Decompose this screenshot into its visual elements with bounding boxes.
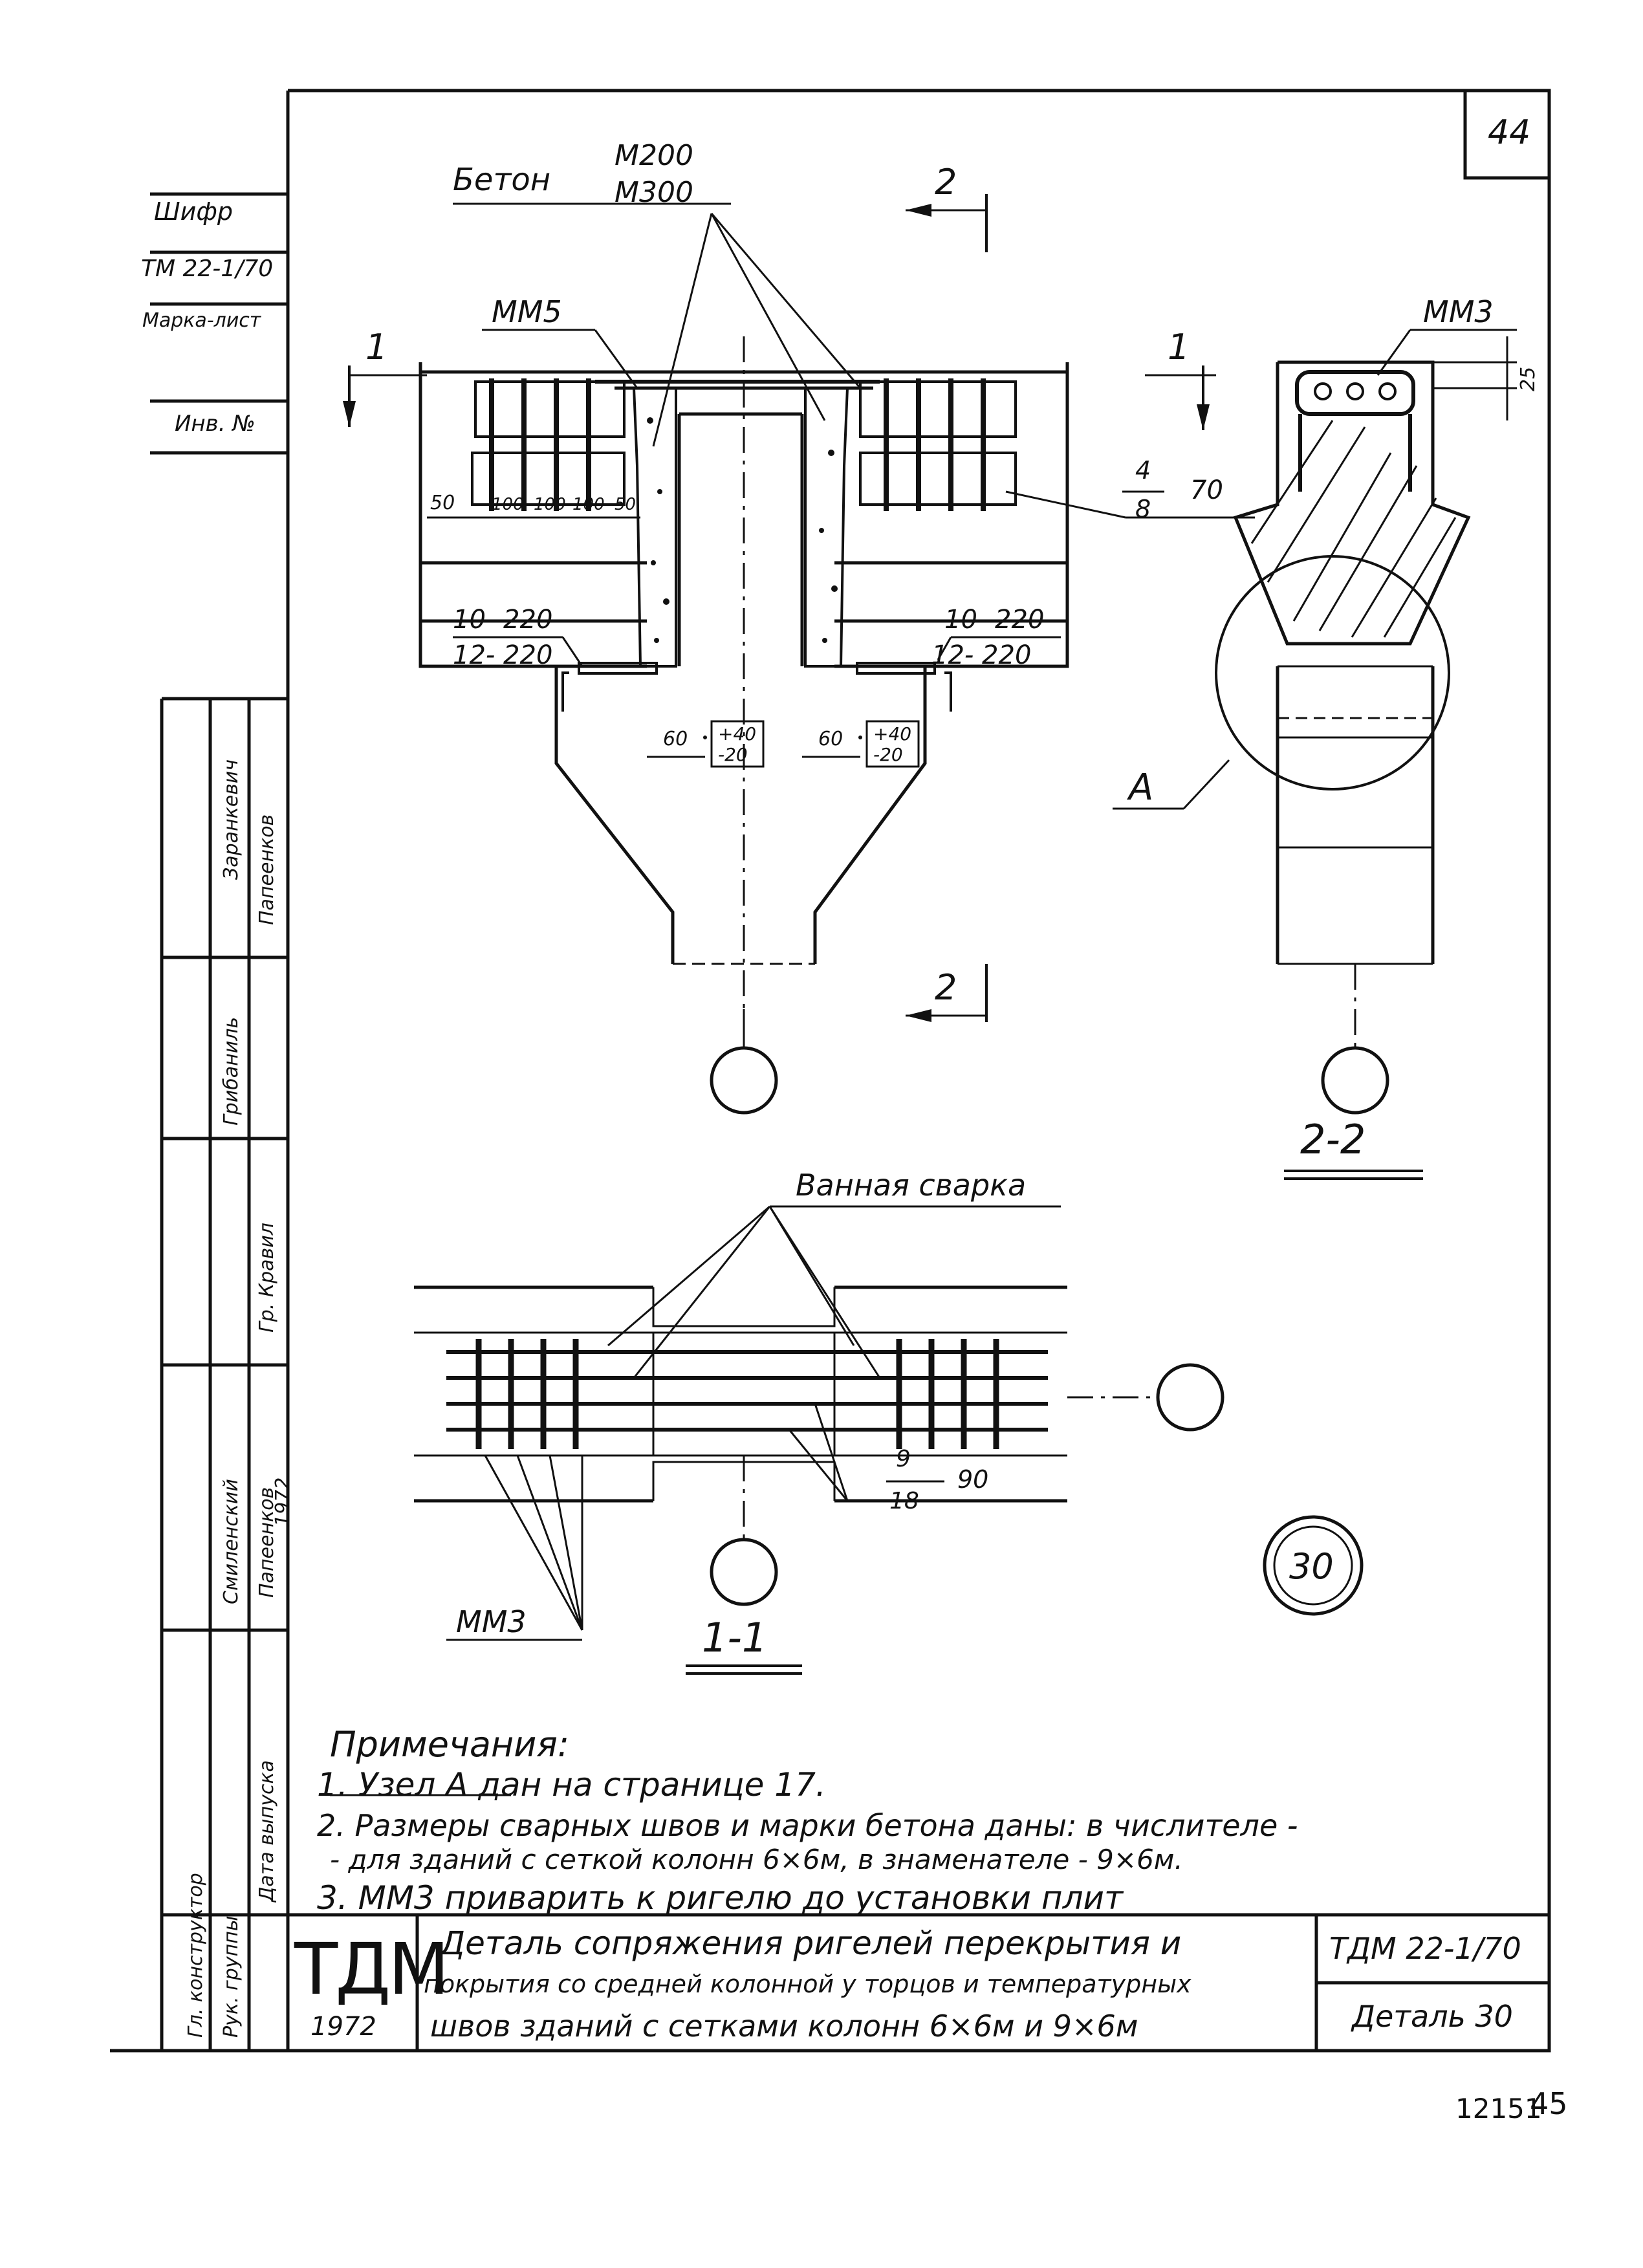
title-line-2: покрытия со средней колонной у торцов и …: [424, 1970, 1191, 1998]
tolerance-left-bottom: -20: [718, 744, 748, 765]
dim-25: 25: [1517, 366, 1540, 391]
note-3: - для зданий с сеткой колонн 6×6м, в зна…: [330, 1844, 1183, 1875]
weld2-numerator: 9: [896, 1446, 911, 1472]
inv-label: Инв. №: [175, 411, 256, 437]
weld-numerator: 4: [1135, 456, 1151, 485]
beton-denominator: М300: [615, 176, 693, 209]
footer-page: 45: [1530, 2086, 1568, 2121]
node-a-circle: [1215, 555, 1450, 791]
node-a-label: А: [1129, 767, 1154, 809]
tolerance-left-top: +40: [718, 723, 757, 745]
right-weld-denominator: 12- 220: [931, 640, 1032, 670]
drawing-code: ТДМ 22-1/70: [1329, 1931, 1521, 1966]
beton-numerator: М200: [615, 139, 693, 172]
strip-entry-2: Папеенков: [256, 814, 278, 925]
weld-denominator: 8: [1135, 495, 1151, 523]
page-number-box: [1463, 91, 1549, 180]
beton-label: Бетон: [453, 162, 551, 198]
weld2-denominator: 18: [889, 1488, 919, 1514]
mm3-bottom-label: ММ3: [456, 1604, 527, 1639]
strip-entry-5: Смиленский: [220, 1479, 243, 1604]
mm3-top-label: ММ3: [1423, 294, 1494, 329]
page-number: 44: [1488, 113, 1531, 152]
axis-bubble-plan-bottom: [710, 1538, 778, 1606]
strip-entry-3: Грибаниль: [220, 1016, 243, 1126]
axis-bubble-top-left: [710, 1046, 778, 1115]
axis-bubble-plan-right: [1156, 1363, 1224, 1432]
axis-bubble-top-right: [1321, 1046, 1389, 1115]
sheet-frame: [286, 89, 1551, 2053]
detail-number: Деталь 30: [1352, 1999, 1513, 2034]
detail-badge-inner: [1273, 1525, 1353, 1606]
dim-100-a: 100: [492, 495, 524, 514]
strip-entry-7: 1972: [272, 1477, 294, 1527]
section-1-right: 1: [1168, 327, 1190, 367]
weld-length: 70: [1190, 475, 1223, 505]
strip-entry-8: Дата выпуска: [256, 1760, 278, 1902]
left-weld-numerator: 10- 220: [453, 605, 553, 635]
dim-100-b: 100: [534, 495, 566, 514]
title-block-logo: ТДМ: [294, 1928, 450, 2011]
tolerance-right-bottom: -20: [873, 744, 903, 765]
right-weld-numerator: 10- 220: [944, 605, 1045, 635]
dim-60-left: 60: [663, 728, 688, 750]
section-1-left: 1: [365, 327, 388, 367]
strip-entry-4: Гр. Кравил: [256, 1223, 278, 1333]
strip-entry-10: Гл. конструктор: [184, 1873, 207, 2038]
strip-entry-9: Рук. группы: [220, 1915, 243, 2038]
shifr-value: ТМ 22-1/70: [141, 256, 274, 282]
shifr-label: Шифр: [154, 197, 233, 226]
dim-50-right: 50: [615, 495, 637, 514]
dim-50-left: 50: [430, 492, 455, 514]
weld2-length: 90: [957, 1465, 989, 1494]
mm5-label: ММ5: [492, 294, 562, 329]
note-4: 3. ММ3 приварить к ригелю до установки п…: [317, 1879, 1124, 1917]
left-weld-denominator: 12- 220: [453, 640, 553, 670]
detail-badge-number: 30: [1289, 1546, 1334, 1587]
notes-heading: Примечания:: [330, 1724, 570, 1765]
title-line-3: швов зданий с сетками колонн 6×6м и 9×6м: [430, 2009, 1138, 2044]
bath-weld-label: Ванная сварка: [796, 1168, 1027, 1203]
dim-60-right: 60: [818, 728, 843, 750]
tolerance-right-top: +40: [873, 723, 912, 745]
marka-label: Марка-лист: [142, 309, 261, 332]
section-2-bottom: 2: [935, 967, 957, 1008]
footer-number: 12151: [1455, 2093, 1542, 2124]
note-2: 2. Размеры сварных швов и марки бетона д…: [317, 1808, 1298, 1843]
detail-badge-outer: [1263, 1515, 1364, 1616]
strip-entry-1: Заранкевич: [220, 759, 243, 880]
section-2-top: 2: [935, 162, 957, 202]
dim-100-c: 100: [572, 495, 605, 514]
section-2-2-title: 2-2: [1300, 1116, 1366, 1163]
section-1-1-title: 1-1: [702, 1614, 768, 1661]
title-line-1: Деталь сопряжения ригелей перекрытия и: [440, 1925, 1182, 1962]
title-block-year: 1972: [310, 2012, 376, 2042]
note-1: 1. Узел А дан на странице 17.: [317, 1766, 826, 1804]
